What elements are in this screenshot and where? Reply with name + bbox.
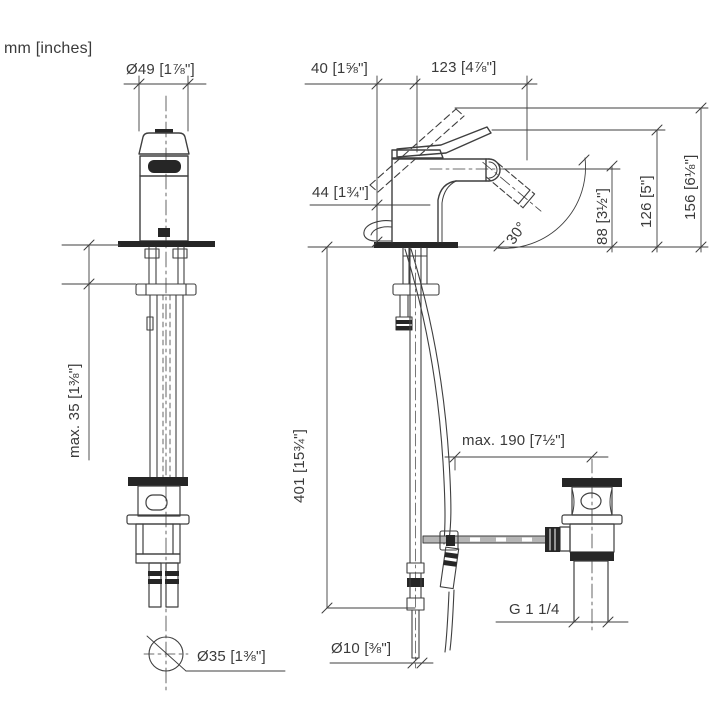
deck-plate-front [118, 241, 215, 247]
pop-up-rod [406, 247, 425, 669]
dim-401-label: 401 [15¾"] [291, 428, 308, 503]
dim-dia10-label: Ø10 [⅜"] [331, 640, 392, 657]
rod-clamp [439, 530, 459, 551]
angle-arc [497, 157, 586, 249]
faucet-front [118, 129, 215, 247]
shank-side [392, 247, 440, 331]
dim-126-label: 126 [5"] [638, 175, 655, 228]
dim-44-label: 44 [1¾"] [312, 184, 369, 201]
dim-dia35-label: Ø35 [1⅜"] [197, 648, 266, 665]
side-view [304, 75, 709, 669]
dim-max35-label: max. 35 [1⅜"] [66, 363, 83, 458]
dim-40-label: 40 [1⅝"] [311, 60, 368, 77]
supply-hoses [404, 248, 460, 653]
faucet-side [363, 126, 501, 248]
aerator-tilted [482, 157, 586, 249]
deck-plate-side [374, 242, 458, 248]
drain-assembly-side [545, 458, 623, 635]
dim-88-label: 88 [3½"] [594, 188, 611, 245]
handle-front [138, 132, 190, 155]
dim-dia49-lines [123, 75, 207, 132]
shank-front [135, 246, 197, 478]
dimension-ticks [83, 78, 707, 669]
dim-max35-lines [61, 244, 137, 461]
back-detail [363, 220, 393, 242]
handle-tab [155, 129, 173, 133]
linkage-rod [422, 530, 549, 551]
mounting-nut-front [135, 283, 197, 296]
dim-123-label: 123 [4⅞"] [431, 59, 497, 76]
front-view [61, 75, 286, 691]
lever-base [391, 149, 444, 159]
reference-lines [307, 107, 709, 664]
lever-handle [396, 126, 492, 158]
spout-slot [148, 160, 181, 173]
drain-assembly-front [126, 477, 190, 608]
spout-end-cap [488, 158, 501, 182]
units-label: mm [inches] [4, 40, 93, 57]
body-detail [158, 228, 170, 237]
lever-raised-dashed [369, 108, 465, 193]
dim-156-label: 156 [6⅛"] [682, 154, 699, 220]
dim-dia49-label: Ø49 [1⅞"] [126, 61, 195, 78]
thread-size-label: G 1 1/4 [509, 601, 560, 618]
dim-max190-label: max. 190 [7½"] [462, 432, 566, 449]
base-circle-detail [143, 635, 286, 672]
mounting-nut-side [392, 283, 440, 296]
